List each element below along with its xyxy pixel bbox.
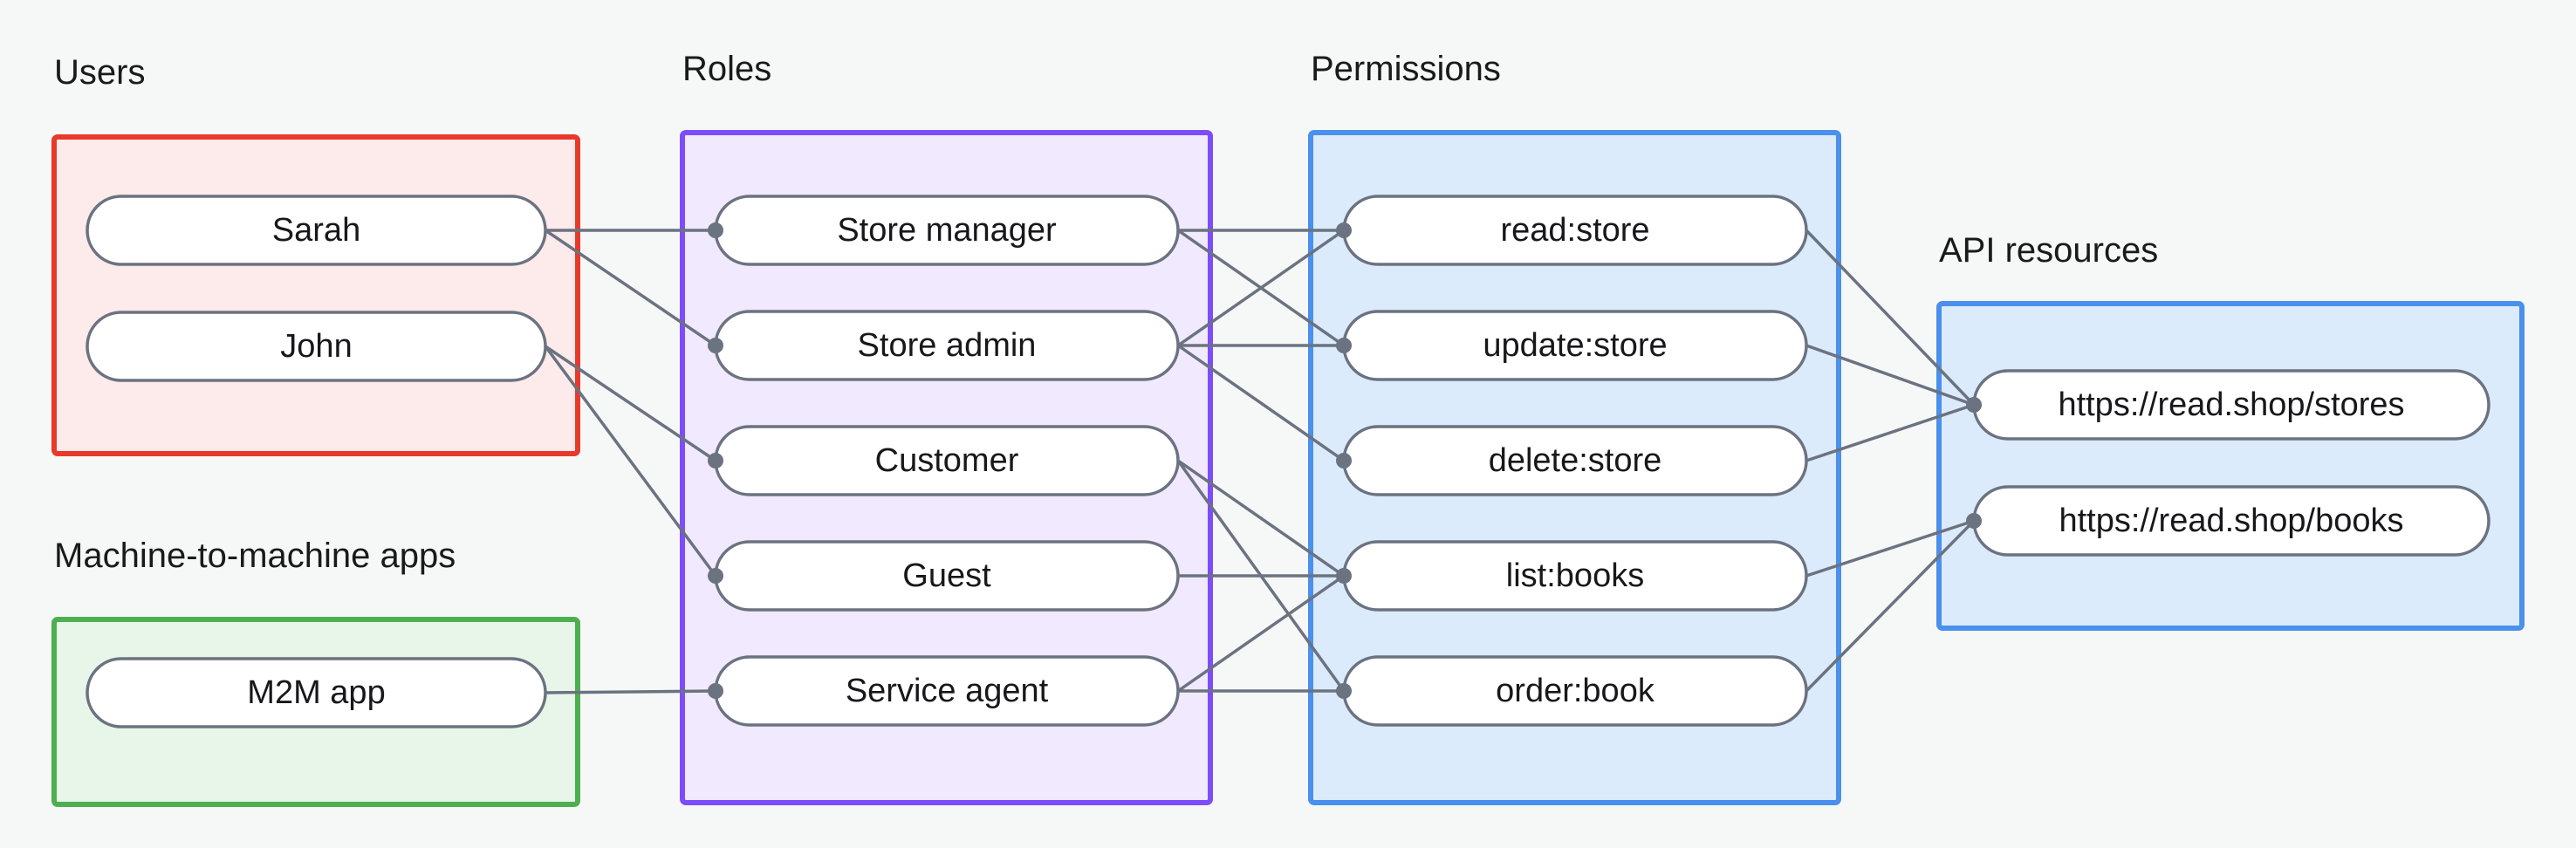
edge-delete-store-stores — [1805, 403, 1975, 462]
edge-sarah-store-admin — [545, 229, 716, 347]
node-books-url[interactable]: https://read.shop/books — [1972, 485, 2490, 557]
edge-john-customer — [545, 345, 716, 462]
node-store-admin[interactable]: Store admin — [714, 310, 1180, 381]
group-title-users: Users — [54, 53, 145, 92]
node-label-read-store: read:store — [1500, 212, 1649, 249]
node-read-store[interactable]: read:store — [1342, 195, 1808, 266]
node-label-store-manager: Store manager — [837, 212, 1057, 249]
group-title-roles: Roles — [682, 50, 771, 88]
edge-endpoint-store-manager — [708, 222, 723, 238]
node-update-store[interactable]: update:store — [1342, 310, 1808, 381]
node-shape-sarah — [86, 195, 547, 266]
node-service-agent[interactable]: Service agent — [714, 655, 1180, 727]
edge-order-book-books — [1805, 519, 1976, 693]
edge-service-agent-list-books — [1177, 574, 1345, 693]
edge-update-store-stores — [1805, 344, 1975, 407]
node-label-john: John — [280, 328, 352, 365]
node-john[interactable]: John — [86, 311, 547, 382]
node-label-sarah: Sarah — [272, 212, 360, 249]
edge-endpoint-order-book — [1336, 683, 1352, 699]
node-customer[interactable]: Customer — [714, 425, 1180, 496]
node-label-service-agent: Service agent — [846, 673, 1049, 709]
edge-customer-list-books — [1177, 459, 1345, 578]
edge-layer — [544, 229, 1976, 694]
edge-endpoint-delete-store — [1336, 453, 1352, 468]
edge-john-guest — [544, 345, 717, 578]
node-label-stores-url: https://read.shop/stores — [2058, 386, 2404, 423]
group-title-permissions: Permissions — [1311, 50, 1501, 88]
node-delete-store[interactable]: delete:store — [1342, 425, 1808, 496]
node-label-customer: Customer — [875, 442, 1019, 479]
node-label-store-admin: Store admin — [858, 327, 1037, 364]
node-shape-john — [86, 311, 547, 382]
edge-endpoint-customer — [708, 453, 723, 468]
group-title-api-resources: API resources — [1939, 231, 2158, 270]
node-label-books-url: https://read.shop/books — [2059, 503, 2403, 539]
node-order-book[interactable]: order:book — [1342, 655, 1808, 727]
edge-store-admin-delete-store — [1177, 344, 1345, 462]
node-m2m-app[interactable]: M2M app — [86, 657, 547, 728]
edge-endpoint-layer — [708, 222, 1982, 699]
node-label-delete-store: delete:store — [1489, 442, 1662, 479]
edge-store-admin-read-store — [1177, 229, 1345, 347]
node-label-order-book: order:book — [1496, 673, 1655, 709]
group-container-users — [51, 134, 580, 456]
edge-endpoint-update-store — [1336, 338, 1352, 353]
edge-list-books-books — [1805, 519, 1975, 578]
node-sarah[interactable]: Sarah — [86, 195, 547, 266]
edge-endpoint-list-books — [1336, 568, 1352, 584]
group-container-api-resources — [1936, 301, 2525, 631]
edge-endpoint-service-agent — [708, 683, 723, 699]
group-title-m2m: Machine-to-machine apps — [54, 537, 456, 575]
node-store-manager[interactable]: Store manager — [714, 195, 1180, 266]
edge-endpoint-stores-url — [1966, 397, 1982, 413]
edge-endpoint-store-admin — [708, 338, 723, 353]
edge-m2m-app-service-agent — [545, 689, 716, 694]
edge-endpoint-books-url — [1966, 513, 1982, 529]
node-shape-m2m-app — [86, 657, 547, 728]
edge-read-store-stores — [1805, 229, 1976, 407]
node-label-guest: Guest — [902, 557, 991, 594]
node-stores-url[interactable]: https://read.shop/stores — [1972, 369, 2490, 441]
node-label-update-store: update:store — [1483, 327, 1667, 364]
node-label-m2m-app: M2M app — [247, 674, 385, 711]
node-label-list-books: list:books — [1506, 557, 1644, 594]
edge-endpoint-read-store — [1336, 222, 1352, 238]
node-guest[interactable]: Guest — [714, 540, 1180, 612]
edge-endpoint-guest — [708, 568, 723, 584]
node-list-books[interactable]: list:books — [1342, 540, 1808, 612]
